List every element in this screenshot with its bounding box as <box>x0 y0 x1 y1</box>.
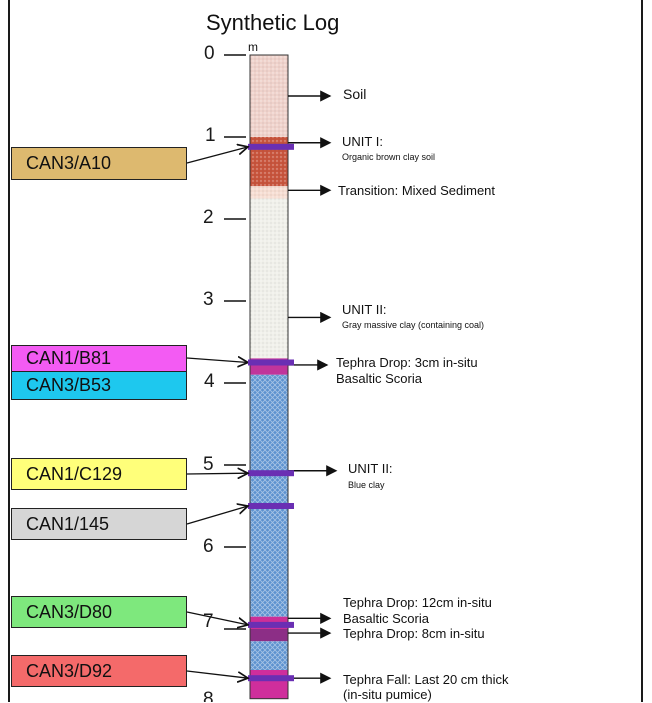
log-layer-9 <box>250 670 288 699</box>
depth-unit: m <box>248 40 258 54</box>
frame-left-border <box>8 0 10 702</box>
depth-label-2: 2 <box>203 207 214 228</box>
sample-marker-6 <box>248 675 294 682</box>
annotation-tephra3-line2: (in-situ pumice) <box>343 687 432 702</box>
annotation-unit1-title: UNIT I: <box>342 134 383 149</box>
depth-label-6: 6 <box>203 536 214 557</box>
log-layer-texture-3 <box>250 198 288 359</box>
annotation-unit1-desc: Organic brown clay soil <box>342 152 436 162</box>
sample-marker-5 <box>248 621 294 628</box>
sample-arrow-1 <box>186 358 248 363</box>
sample-arrow-5 <box>186 611 248 625</box>
log-layer-texture-8 <box>250 641 288 670</box>
sample-arrow-0 <box>186 147 248 164</box>
sample-arrow-3 <box>186 473 248 474</box>
depth-label-0: 0 <box>204 43 215 64</box>
annotation-unit2a-title: UNIT II: <box>342 302 387 317</box>
annotation-soil: Soil <box>343 86 367 102</box>
sample-box-can1-145: CAN1/145 <box>11 508 187 540</box>
annotation-unit2b-desc: Blue clay <box>348 480 385 490</box>
annotation-unit2a-desc: Gray massive clay (containing coal) <box>342 320 485 330</box>
sample-marker-2 <box>248 359 294 366</box>
log-layer-texture-5 <box>250 374 288 617</box>
sample-marker-3 <box>248 470 294 477</box>
depth-label-3: 3 <box>203 289 214 310</box>
sample-arrow-6 <box>186 670 248 678</box>
depth-label-7: 7 <box>203 611 214 632</box>
sample-box-can1-c129: CAN1/C129 <box>11 458 187 490</box>
annotation-transition: Transition: Mixed Sediment <box>338 183 496 198</box>
depth-label-8: 8 <box>203 690 214 702</box>
depth-label-1: 1 <box>205 125 216 146</box>
sample-box-can3-d80: CAN3/D80 <box>11 596 187 628</box>
sample-box-can3-b53: CAN3/B53 <box>11 371 187 400</box>
sample-marker-4 <box>248 503 294 509</box>
annotation-tephra2-line2: Basaltic Scoria <box>343 611 429 626</box>
annotation-unit2b-title: UNIT II: <box>348 461 393 476</box>
depth-label-5: 5 <box>203 454 214 475</box>
annotation-tephra2-line1: Tephra Drop: 12cm in-situ <box>343 595 492 610</box>
log-title: Synthetic Log <box>206 10 340 35</box>
sample-box-can3-a10: CAN3/A10 <box>11 147 187 180</box>
log-column-outline <box>249 54 289 700</box>
annotation-tephra1-line2: Basaltic Scoria <box>336 371 422 386</box>
sample-box-can3-d92: CAN3/D92 <box>11 655 187 687</box>
log-layer-texture-0 <box>250 55 288 137</box>
sample-box-can1-b81: CAN1/B81 <box>11 345 187 372</box>
sample-marker-0 <box>248 143 294 150</box>
sample-arrow-4 <box>186 506 248 525</box>
annotation-tephra2-line3: Tephra Drop: 8cm in-situ <box>343 626 485 641</box>
annotation-tephra3-line1: Tephra Fall: Last 20 cm thick <box>343 672 509 687</box>
frame-right-border <box>641 0 643 702</box>
annotation-tephra1-line1: Tephra Drop: 3cm in-situ <box>336 355 478 370</box>
depth-label-4: 4 <box>204 371 215 392</box>
log-layer-7 <box>250 629 288 642</box>
log-layer-texture-2 <box>250 186 288 199</box>
